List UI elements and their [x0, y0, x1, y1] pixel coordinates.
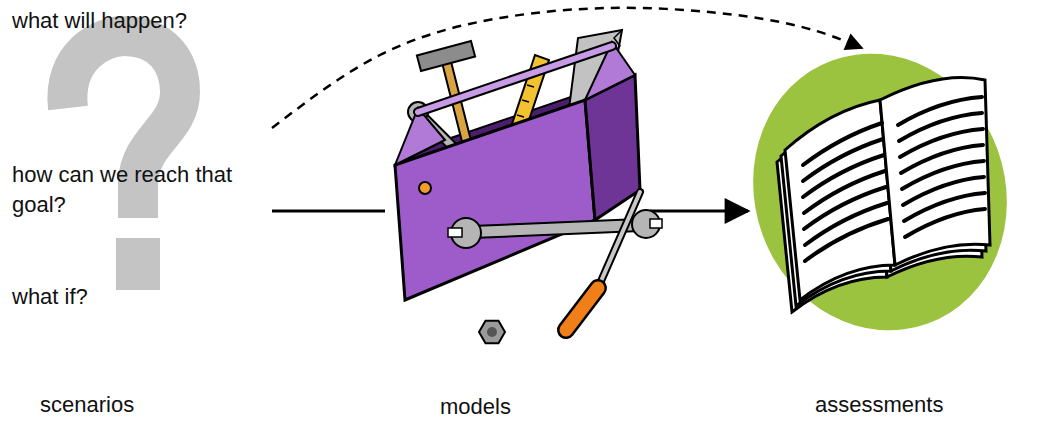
nut-icon: [479, 321, 505, 344]
screwdriver-icon: [598, 192, 640, 288]
large-wrench-icon: [472, 225, 640, 232]
scenario-question: what if?: [12, 282, 88, 312]
ruler-icon: [522, 100, 529, 102]
screwdriver-icon: [566, 288, 598, 330]
screwdriver-icon: [566, 288, 598, 330]
scenario-group: what will happen? how can we reach that g…: [8, 4, 272, 422]
large-wrench-icon: [472, 225, 640, 232]
question-mark-icon: [67, 36, 180, 218]
ruler-icon: [527, 85, 534, 87]
hammer-icon: [417, 41, 475, 71]
toolbox-bolt: [419, 182, 431, 194]
large-wrench-icon: [650, 219, 662, 228]
scenario-question: what will happen?: [12, 6, 187, 36]
book-text-lines: [803, 97, 985, 261]
column-caption: models: [440, 392, 511, 422]
nut-icon: [479, 321, 505, 344]
toolbox-icon: [395, 30, 662, 343]
book-icon: [715, 18, 1040, 367]
flow-arrow: [650, 210, 748, 213]
green-blob: [715, 18, 1040, 367]
book-page: [880, 78, 990, 266]
large-wrench-icon: [448, 228, 462, 237]
screwdriver-icon: [598, 192, 640, 288]
toolbox-front: [395, 100, 595, 300]
toolbox-handle: [418, 46, 612, 112]
ruler-icon: [517, 115, 524, 117]
column-caption: assessments: [815, 390, 943, 420]
nut-icon: [487, 327, 497, 337]
book-text-lines: [905, 209, 985, 237]
flow-line: [272, 210, 385, 213]
column-caption: scenarios: [40, 390, 134, 420]
book-node: assessments: [748, 48, 1018, 422]
question-mark-icon: [116, 238, 160, 290]
screwdriver-icon: [566, 192, 640, 330]
scenario-question: how can we reach that goal?: [12, 160, 244, 220]
toolbox-node: models: [385, 30, 650, 424]
toolbox-handle: [418, 46, 612, 112]
book-page: [785, 100, 895, 300]
book-text-lines: [805, 219, 888, 261]
